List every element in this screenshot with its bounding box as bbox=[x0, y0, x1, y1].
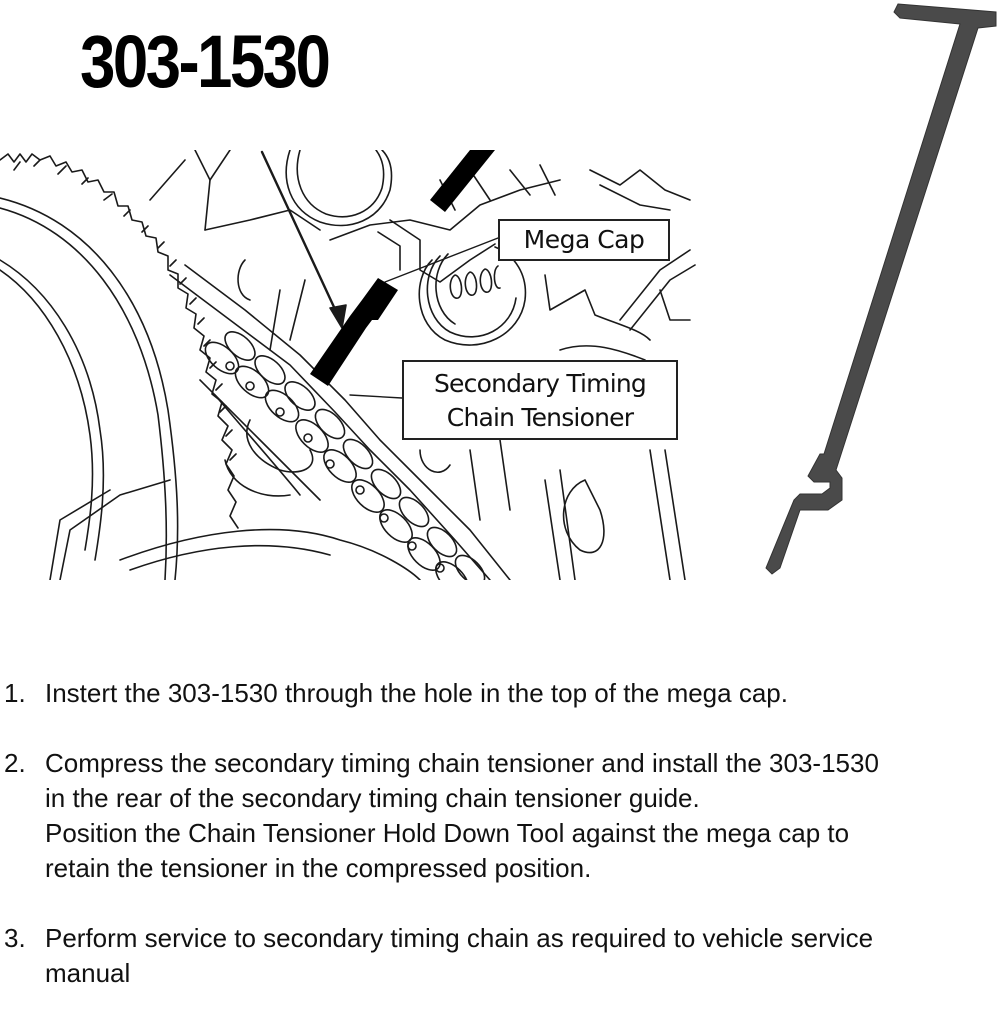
step-text: Compress the secondary timing chain tens… bbox=[45, 748, 879, 778]
inserted-tool-silhouette bbox=[310, 150, 495, 386]
step-number: 1. bbox=[4, 678, 26, 708]
step-1: 1. Instert the 303-1530 through the hole… bbox=[0, 676, 1000, 711]
step-text: retain the tensioner in the compressed p… bbox=[45, 853, 592, 883]
step-2: 2. Compress the secondary timing chain t… bbox=[0, 746, 1000, 886]
step-text: in the rear of the secondary timing chai… bbox=[45, 783, 700, 813]
hold-down-tool-icon bbox=[765, 3, 997, 575]
tensioner-label-line2: Chain Tensioner bbox=[446, 403, 634, 432]
timing-chain-diagram: Mega Cap Secondary Timing Chain Tensione… bbox=[0, 150, 700, 580]
tensioner-label-line1: Secondary Timing bbox=[433, 369, 647, 398]
mega-cap-callout: Mega Cap bbox=[498, 219, 670, 261]
step-text: manual bbox=[45, 958, 131, 988]
step-3: 3. Perform service to secondary timing c… bbox=[0, 921, 1000, 991]
step-text: Instert the 303-1530 through the hole in… bbox=[45, 678, 788, 708]
instruction-steps: 1. Instert the 303-1530 through the hole… bbox=[0, 676, 1000, 1026]
tensioner-callout: Secondary Timing Chain Tensioner bbox=[402, 360, 678, 440]
step-text: Position the Chain Tensioner Hold Down T… bbox=[45, 818, 850, 848]
step-number: 3. bbox=[4, 923, 26, 953]
part-number-title: 303-1530 bbox=[80, 20, 331, 103]
hold-down-tool-image bbox=[750, 0, 1000, 590]
step-text: Perform service to secondary timing chai… bbox=[45, 923, 874, 953]
mega-cap-label: Mega Cap bbox=[523, 225, 645, 254]
step-number: 2. bbox=[4, 748, 26, 778]
engine-line-drawing bbox=[0, 150, 696, 580]
